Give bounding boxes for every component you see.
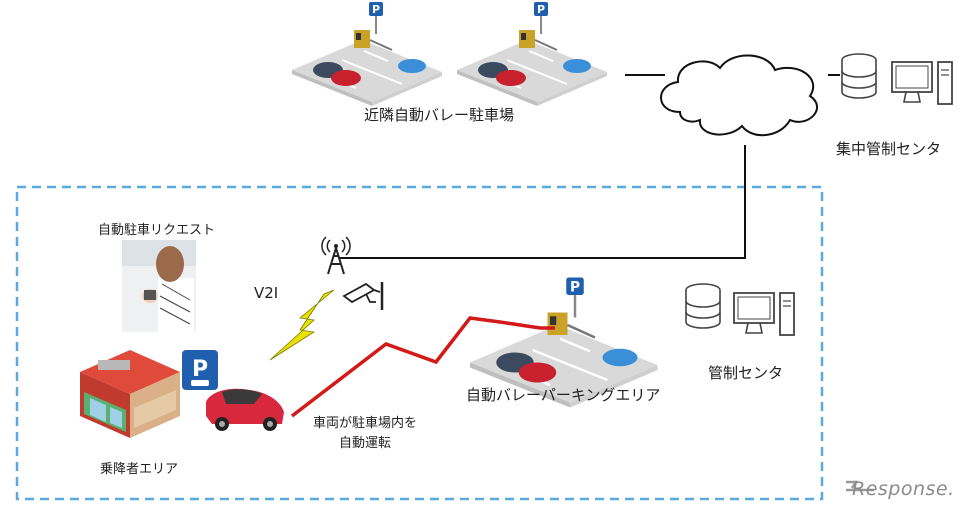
convenience-store-icon (80, 350, 180, 438)
auto-drive-route (290, 316, 555, 418)
car-icon (206, 388, 284, 431)
parking-sign-car-mark (191, 380, 209, 386)
central-computer-icon (891, 61, 953, 105)
passenger-parking-sign-letter: P (192, 357, 208, 382)
nearby-parking-lot-1 (291, 1, 443, 107)
antenna-tower-icon (321, 236, 351, 275)
auto-parking-request-label: 自動駐車リクエスト (98, 223, 216, 238)
local-server-icon (685, 283, 721, 329)
response-logo-mark (846, 480, 874, 492)
passenger-parking-sign-icon (182, 350, 218, 390)
local-computer-icon (733, 292, 795, 336)
v2i-label: V2I (254, 284, 279, 302)
v2i-lightning-icon (269, 289, 335, 361)
nearby-parking-lot-2 (456, 1, 608, 107)
valet-parking-area-boundary (15, 185, 824, 501)
auto-drive-caption: 車両が駐車場内を 自動運転 (300, 414, 430, 454)
network-cloud-icon (660, 54, 818, 137)
valet-parking-area-label: 自動バレーパーキングエリア (466, 386, 661, 404)
passenger-area-label: 乗降者エリア (100, 462, 179, 477)
nearby-valet-parking-label: 近隣自動バレー駐車場 (364, 106, 515, 124)
response-watermark: Response. (852, 478, 955, 500)
camera-icon (342, 282, 384, 310)
parking-request-photo (122, 240, 196, 332)
central-server-icon (841, 53, 877, 99)
control-center-label: 管制センタ (708, 364, 784, 382)
network-connection-line (340, 74, 840, 259)
auto-drive-caption-line2: 自動運転 (338, 436, 391, 451)
auto-drive-caption-line1: 車両が駐車場内を (312, 416, 417, 431)
central-control-center-label: 集中管制センタ (836, 140, 942, 158)
